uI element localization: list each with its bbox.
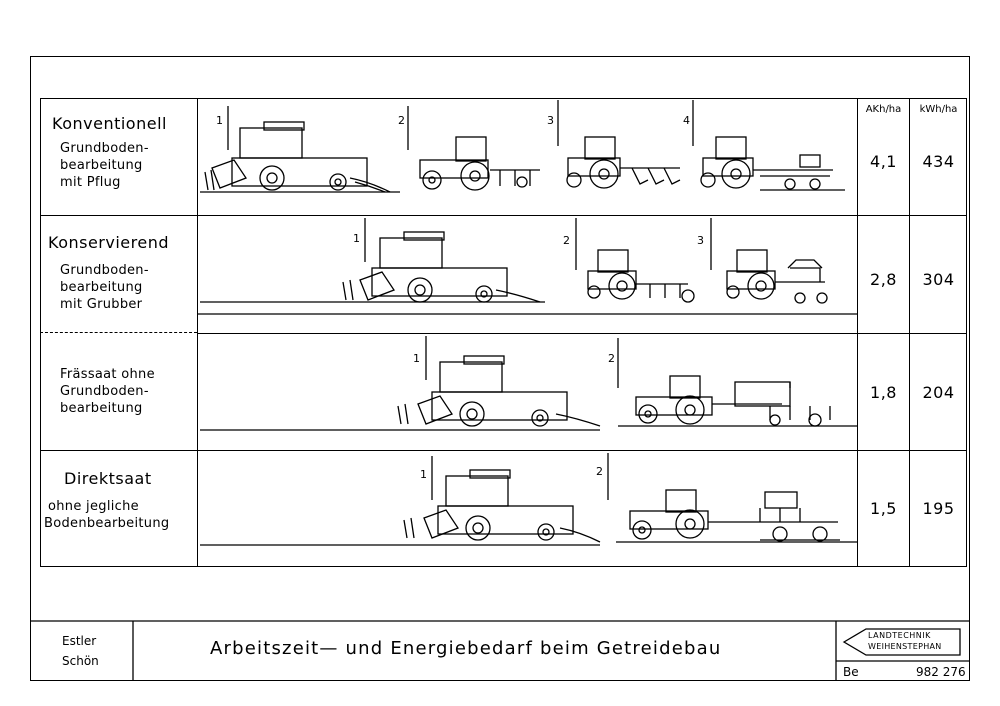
row2-kwh-value: 304 xyxy=(922,270,955,289)
row2-step-2: 2 xyxy=(563,234,570,247)
row1-step-3: 3 xyxy=(547,114,554,127)
row3-subtitle-2: Grundboden- xyxy=(60,384,149,399)
row3-tractor-rotary-seeder-icon xyxy=(635,375,831,427)
row-divider-1 xyxy=(40,215,967,216)
row1-kwh-value: 434 xyxy=(922,152,955,171)
diagram-title: Arbeitszeit— und Energiebedarf beim Getr… xyxy=(210,638,722,659)
row1-step-1: 1 xyxy=(216,114,223,127)
row3-akh-value: 1,8 xyxy=(870,383,897,402)
row2-subtitle-1: Grundboden- xyxy=(60,263,149,278)
row1-tractor-seeddrill-icon xyxy=(700,136,845,191)
row2-title: Konservierend xyxy=(48,233,170,252)
row2-subtitle-2: bearbeitung xyxy=(60,280,143,295)
row2-step-1: 1 xyxy=(353,232,360,245)
footer-code-right: 982 276 xyxy=(916,665,966,679)
row1-subtitle-2: bearbeitung xyxy=(60,158,143,173)
row-divider-3 xyxy=(40,450,967,451)
col-divider-kwh xyxy=(909,98,910,567)
row4-step-1: 1 xyxy=(420,468,427,481)
row3-subtitle-3: bearbeitung xyxy=(60,401,143,416)
row4-title: Direktsaat xyxy=(64,469,152,488)
logo-text-2: WEIHENSTEPHAN xyxy=(868,642,942,651)
footer-code-left: Be xyxy=(843,665,859,679)
row1-subtitle-3: mit Pflug xyxy=(60,175,121,190)
row2-step-3: 3 xyxy=(697,234,704,247)
row4-subtitle-1: ohne jegliche xyxy=(48,499,139,514)
footer-author-2: Schön xyxy=(62,654,99,668)
outer-frame xyxy=(30,56,970,681)
logo-text-1: LANDTECHNIK xyxy=(868,631,931,640)
row3-subtitle-1: Frässaat ohne xyxy=(60,367,155,382)
row1-subtitle-1: Grundboden- xyxy=(60,141,149,156)
row4-tractor-direct-seeder-icon xyxy=(629,489,840,542)
row3-step-2: 2 xyxy=(608,352,615,365)
row3-combine-harvester-icon xyxy=(397,355,601,427)
row3-kwh-value: 204 xyxy=(922,383,955,402)
header-akh-ha: AKh/ha xyxy=(865,104,902,115)
row1-tractor-plough-icon xyxy=(566,136,681,189)
row1-step-4: 4 xyxy=(683,114,690,127)
row2-akh-value: 2,8 xyxy=(870,270,897,289)
row4-akh-value: 1,5 xyxy=(870,499,897,518)
row1-akh-value: 4,1 xyxy=(870,152,897,171)
row1-combine-harvester-icon xyxy=(204,121,391,193)
header-kwh-ha: kWh/ha xyxy=(919,104,958,115)
row3-step-1: 1 xyxy=(413,352,420,365)
row4-combine-harvester-icon xyxy=(403,469,601,543)
row-divider-2-dashed xyxy=(40,332,197,333)
col-divider-label xyxy=(197,98,198,567)
row4-step-2: 2 xyxy=(596,465,603,478)
row1-title: Konventionell xyxy=(52,114,167,133)
institute-logo-icon xyxy=(842,628,961,656)
row2-subtitle-3: mit Grubber xyxy=(60,297,143,312)
row4-kwh-value: 195 xyxy=(922,499,955,518)
row4-subtitle-2: Bodenbearbeitung xyxy=(44,516,170,531)
col-divider-akh xyxy=(857,98,858,567)
footer-author-1: Estler xyxy=(62,634,97,648)
row1-step-2: 2 xyxy=(398,114,405,127)
row1-tractor-harrow-icon xyxy=(419,136,540,191)
row-divider-2-right xyxy=(197,333,967,334)
row2-tractor-seeddrill-icon xyxy=(726,249,828,304)
row2-combine-harvester-icon xyxy=(342,231,541,303)
row2-tractor-harrow-icon xyxy=(587,249,695,303)
